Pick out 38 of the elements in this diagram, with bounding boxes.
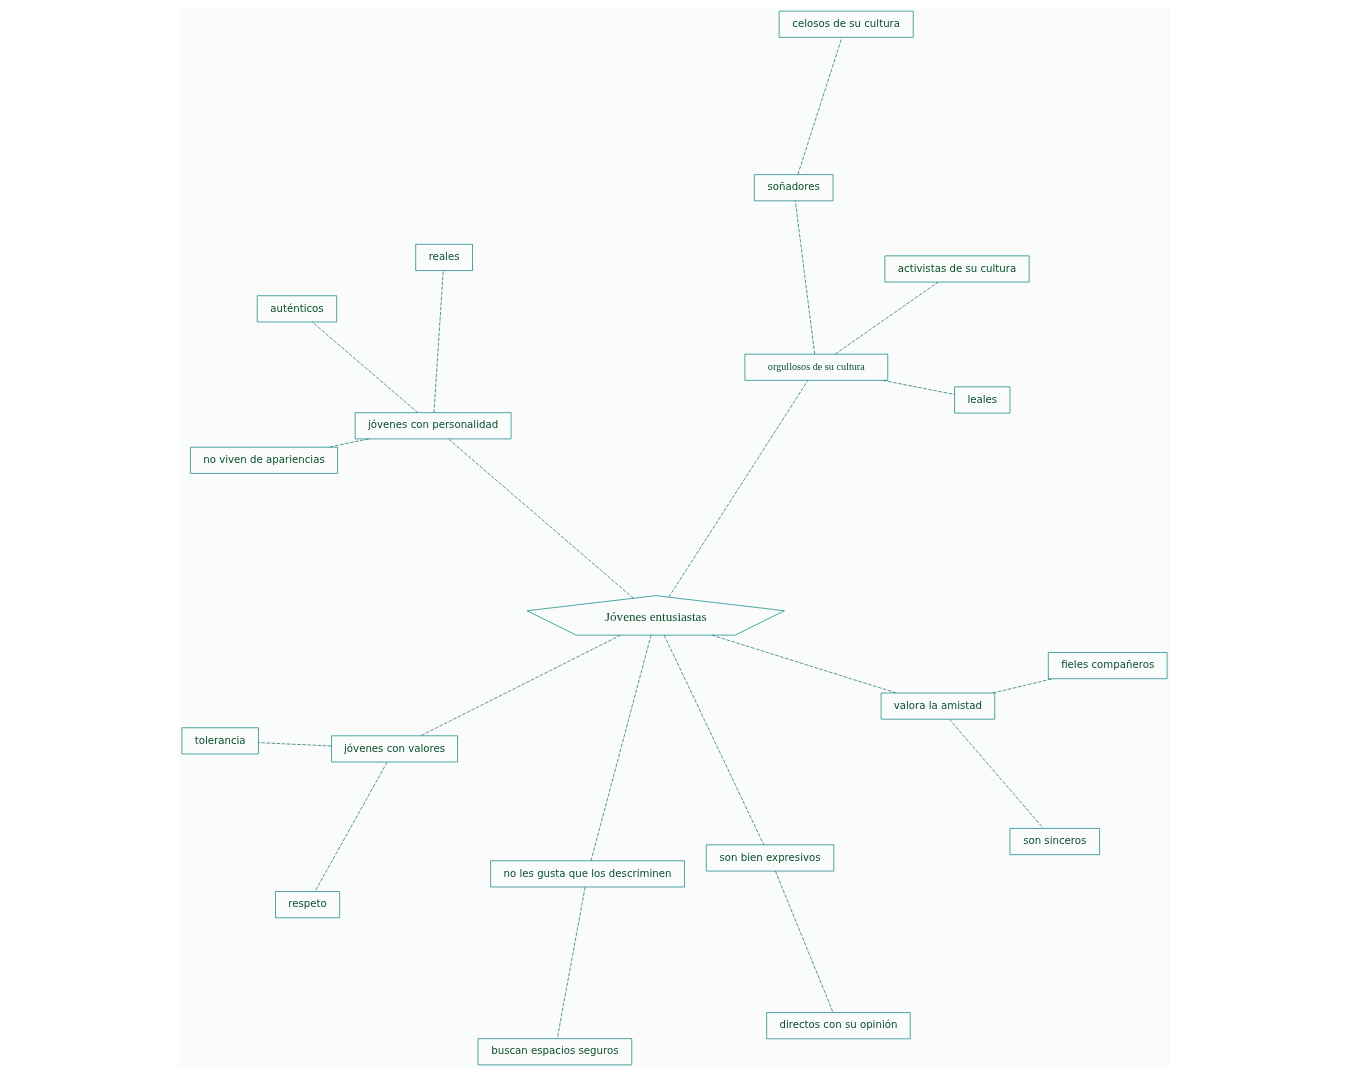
connector xyxy=(590,634,651,861)
node-box: buscan espacios seguros xyxy=(477,1038,632,1066)
node-box: celosos de su cultura xyxy=(778,10,914,38)
connector xyxy=(327,438,369,448)
connector xyxy=(556,886,585,1039)
connector xyxy=(834,281,938,355)
connector xyxy=(419,634,621,737)
connector xyxy=(882,380,955,395)
node-box: no les gusta que los descriminen xyxy=(489,860,685,888)
connector xyxy=(257,742,332,747)
connector xyxy=(774,870,833,1013)
connector xyxy=(794,200,815,355)
node-box: activistas de su cultura xyxy=(884,255,1030,283)
connector xyxy=(992,678,1053,694)
connector xyxy=(668,380,808,598)
node-box: son bien expresivos xyxy=(705,844,834,872)
connector xyxy=(433,270,444,413)
connector xyxy=(447,438,634,599)
node-box: no viven de apariencias xyxy=(189,446,338,474)
node-box: auténticos xyxy=(256,295,337,323)
connector xyxy=(311,321,418,413)
connector xyxy=(948,718,1044,829)
connector xyxy=(797,37,842,175)
node-box: reales xyxy=(414,243,473,271)
node-box: soñadores xyxy=(753,174,833,202)
connector xyxy=(663,634,764,846)
node-box: fieles compañeros xyxy=(1047,652,1167,680)
node-box: son sinceros xyxy=(1009,828,1100,856)
connector xyxy=(711,634,896,694)
node-box: leales xyxy=(953,386,1010,414)
node-box: tolerancia xyxy=(181,727,259,755)
node-box: orgullosos de su cultura xyxy=(744,353,888,381)
node-box: jóvenes con personalidad xyxy=(354,412,511,440)
node-box: valora la amistad xyxy=(880,692,995,720)
node-box: directos con su opinión xyxy=(765,1012,911,1040)
connector xyxy=(314,761,388,892)
node-box: respeto xyxy=(274,891,340,919)
node-box: jóvenes con valores xyxy=(330,735,458,763)
